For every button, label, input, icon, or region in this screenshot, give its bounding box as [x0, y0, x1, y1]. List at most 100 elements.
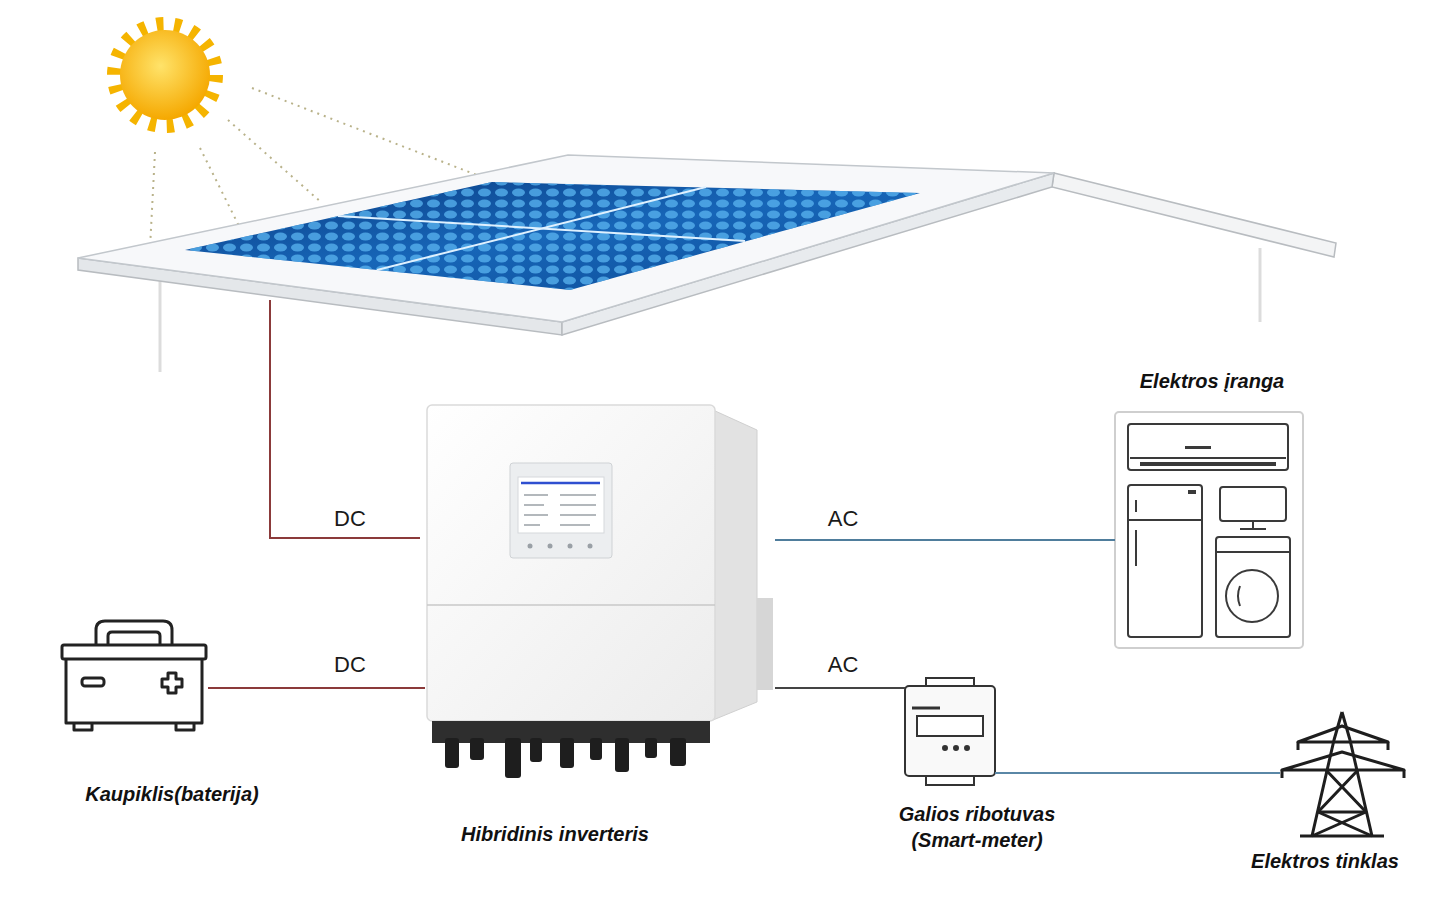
inverter-node: Hibridinis inverteris — [425, 405, 775, 780]
battery-icon-part — [162, 673, 182, 693]
inverter-icon-part-part — [505, 738, 521, 778]
appliances-icon — [1115, 412, 1303, 648]
sun-part — [114, 24, 216, 126]
appliances-icon-part — [1128, 424, 1288, 470]
inverter-icon-part-part — [560, 524, 590, 526]
battery-icon-part — [66, 657, 202, 723]
node-caption: Kaupiklis(baterija) — [85, 781, 258, 807]
inverter-icon — [427, 405, 773, 778]
roof-part — [1052, 173, 1336, 257]
appliances-icon-part — [1216, 537, 1290, 637]
inverter-icon-part — [445, 738, 686, 778]
inverter-icon-part-part — [645, 738, 657, 758]
appliances-icon-part — [1220, 487, 1286, 521]
inverter-icon-part — [518, 477, 604, 533]
inverter-icon-part-part — [568, 544, 573, 549]
smart-meter-icon-part — [912, 707, 940, 710]
inverter-icon-part-part — [524, 494, 548, 496]
inverter-icon-part-part — [530, 738, 542, 762]
inverter-icon-part-part — [615, 738, 629, 772]
node-caption: Elektros tinklas — [1251, 848, 1399, 874]
appliances-icon-part — [1128, 519, 1202, 521]
inverter-icon-part-part — [670, 738, 686, 766]
solar-panel-part — [185, 182, 920, 290]
battery-icon-part — [82, 678, 104, 686]
inverter-icon-part — [510, 463, 612, 558]
dc-connector — [208, 687, 425, 689]
power-tower-icon-part — [1281, 770, 1284, 778]
roof-part — [1259, 248, 1262, 322]
battery-icon — [62, 621, 206, 730]
grid-connector — [995, 772, 1280, 774]
battery-icon-part — [62, 645, 206, 659]
roof — [78, 155, 1336, 372]
solar-panel — [185, 182, 920, 290]
sun-rays-part — [252, 88, 500, 184]
power-tower-icon-part — [1312, 812, 1372, 836]
smart-meter-icon-part — [965, 746, 969, 750]
ac-connector — [775, 687, 905, 689]
sun-part — [120, 30, 210, 120]
appliances-icon-part — [1135, 530, 1137, 566]
node-caption: Hibridinis inverteris — [461, 821, 649, 847]
inverter-icon-part-part — [524, 524, 540, 526]
appliances-icon-part — [1115, 412, 1303, 648]
smart-meter-icon-part — [943, 746, 947, 750]
sun-rays-part — [200, 148, 240, 228]
appliances-node: Elektros įranga — [1115, 412, 1303, 648]
grid-node: Elektros tinklas — [1280, 712, 1405, 837]
appliances-icon-part — [1140, 462, 1276, 466]
wire-label: DC — [331, 506, 369, 532]
inverter-icon-part-part — [524, 504, 544, 506]
inverter-icon-part-part — [560, 504, 596, 506]
inverter-icon-part — [524, 495, 596, 525]
sun-rays-part — [150, 152, 155, 248]
wire-type-label: AC — [825, 652, 862, 678]
inverter-icon-part-part — [560, 738, 574, 768]
appliances-icon-part — [1130, 457, 1286, 459]
appliances-icon-part — [1128, 485, 1202, 637]
sun-rays-part — [228, 120, 322, 203]
node-caption: Galios ribotuvas (Smart-meter) — [880, 801, 1075, 853]
inverter-icon-part-part — [445, 738, 459, 768]
roof-part — [78, 155, 1054, 322]
appliances-icon-part — [1135, 500, 1137, 512]
appliances-icon-part — [1216, 551, 1290, 553]
battery-icon-part — [96, 621, 172, 646]
smart-meter-icon-part — [905, 686, 995, 776]
wire-type-label: AC — [825, 506, 862, 532]
ac-connector — [775, 539, 1115, 541]
inverter-icon-part — [427, 604, 715, 606]
inverter-icon-part-part — [560, 514, 596, 516]
appliances-icon-part — [1240, 528, 1266, 530]
inverter-icon-part — [427, 405, 715, 721]
inverter-icon-part — [757, 598, 773, 690]
inverter-icon-part-part — [528, 544, 533, 549]
inverter-icon-part-part — [588, 544, 593, 549]
power-tower-icon-part — [1387, 742, 1390, 750]
inverter-icon-part — [528, 544, 593, 549]
power-tower-icon-part — [1403, 770, 1406, 778]
smart-meter-icon-part — [917, 716, 983, 736]
sun — [114, 24, 216, 126]
smart-meter-node: Galios ribotuvas (Smart-meter) — [905, 678, 995, 785]
battery-node: Kaupiklis(baterija) — [60, 618, 208, 730]
appliances-icon-part — [1252, 521, 1254, 528]
inverter-icon-part-part — [548, 544, 553, 549]
inverter-icon-part-part — [470, 738, 484, 760]
appliances-icon-part — [1188, 490, 1196, 494]
power-tower-icon-part — [1300, 835, 1384, 838]
appliances-icon-part — [1185, 446, 1211, 449]
power-tower-icon-part — [1312, 712, 1372, 836]
solar-panel-part — [377, 187, 706, 270]
power-tower-icon-part — [1318, 770, 1366, 812]
power-tower-icon-part — [1318, 811, 1366, 814]
power-tower-icon — [1282, 712, 1404, 836]
appliances-icon-part — [1226, 570, 1278, 622]
inverter-icon-part-part — [590, 738, 602, 760]
smart-meter-icon-part — [954, 746, 958, 750]
inverter-icon-part — [713, 410, 757, 720]
